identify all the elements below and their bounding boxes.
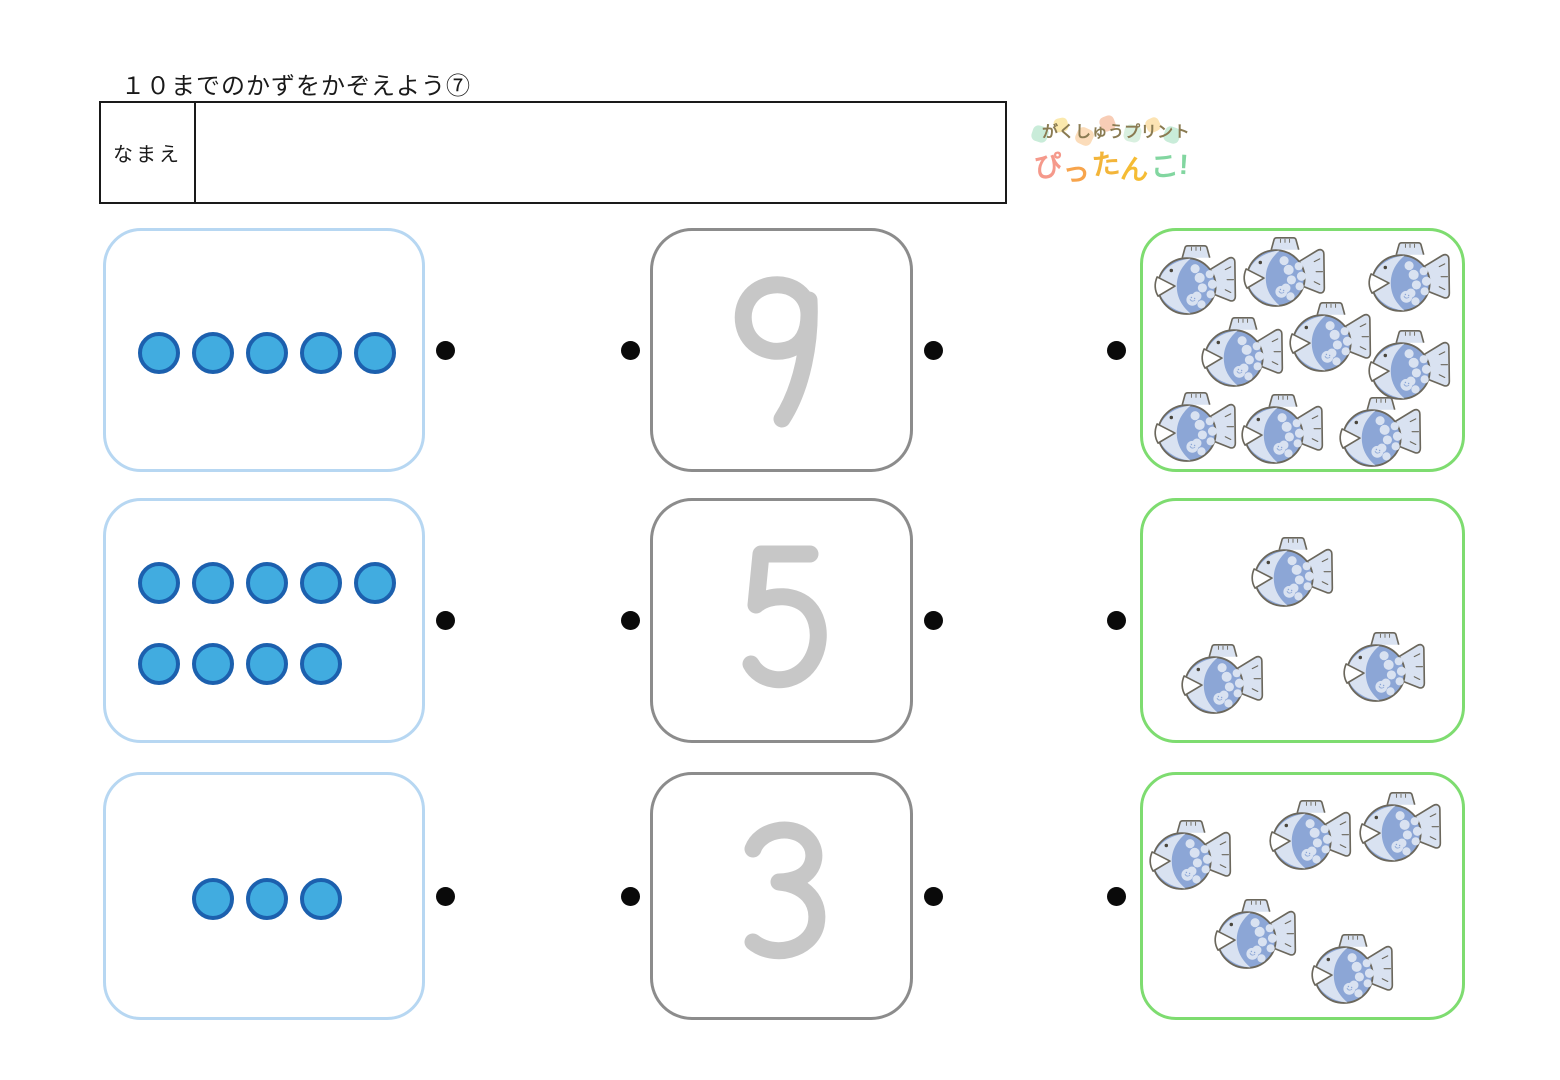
connector-dot[interactable] bbox=[923, 611, 943, 630]
brand-logo: がくしゅうプリント ぴったんこ! bbox=[1029, 113, 1204, 190]
logo-char: た bbox=[1090, 147, 1122, 182]
logo-char: ! bbox=[1178, 148, 1190, 181]
counting-dot bbox=[192, 878, 234, 920]
counting-dot bbox=[300, 643, 342, 685]
counting-dot bbox=[192, 643, 234, 685]
connector-dot[interactable] bbox=[923, 886, 943, 906]
dots-box bbox=[103, 228, 425, 472]
match-row bbox=[0, 228, 1560, 472]
number-glyph bbox=[734, 276, 818, 428]
fish-icon bbox=[1145, 819, 1237, 894]
connector-dot[interactable] bbox=[620, 611, 640, 630]
fish-box bbox=[1140, 498, 1465, 743]
number-box bbox=[650, 498, 913, 743]
counting-dot bbox=[138, 643, 180, 685]
dots-box bbox=[103, 498, 425, 743]
fish-icon bbox=[1239, 236, 1331, 311]
connector-dot[interactable] bbox=[1106, 340, 1126, 360]
fish-icon bbox=[1355, 791, 1447, 866]
number-box bbox=[650, 772, 913, 1020]
fish-icon bbox=[1335, 396, 1427, 471]
counting-dot bbox=[354, 332, 396, 374]
fish-icon bbox=[1197, 316, 1289, 391]
counting-dot bbox=[300, 332, 342, 374]
counting-dot bbox=[138, 562, 180, 604]
match-row bbox=[0, 498, 1560, 743]
connector-dot[interactable] bbox=[1106, 886, 1126, 906]
connector-dot[interactable] bbox=[923, 340, 943, 360]
counting-dot bbox=[192, 562, 234, 604]
fish-icon bbox=[1285, 301, 1377, 376]
fish-box bbox=[1140, 772, 1465, 1020]
fish-icon bbox=[1150, 391, 1242, 466]
counting-dot bbox=[246, 332, 288, 374]
name-label: なまえ bbox=[101, 103, 196, 202]
match-row bbox=[0, 772, 1560, 1020]
fish-icon bbox=[1364, 329, 1456, 404]
logo-text-bottom: ぴったんこ! bbox=[1032, 144, 1204, 189]
connector-dot[interactable] bbox=[435, 611, 455, 630]
fish-icon bbox=[1339, 631, 1431, 706]
counting-dot bbox=[246, 643, 288, 685]
number-glyph bbox=[744, 821, 825, 960]
counting-dot bbox=[300, 562, 342, 604]
connector-dot[interactable] bbox=[435, 340, 455, 360]
fish-icon bbox=[1247, 536, 1339, 611]
counting-dot bbox=[246, 878, 288, 920]
page-title: １０までのかずをかぞえよう⑦ bbox=[121, 73, 471, 100]
logo-char: ぴ bbox=[1032, 149, 1064, 184]
fish-icon bbox=[1210, 898, 1302, 973]
connector-dot[interactable] bbox=[620, 340, 640, 360]
fish-icon bbox=[1265, 799, 1357, 874]
fish-icon bbox=[1150, 244, 1242, 319]
counting-dot bbox=[354, 562, 396, 604]
connector-dot[interactable] bbox=[1106, 611, 1126, 630]
counting-dot bbox=[246, 562, 288, 604]
fish-icon bbox=[1307, 933, 1399, 1008]
connector-dot[interactable] bbox=[435, 886, 455, 906]
number-glyph bbox=[742, 545, 827, 688]
connector-dot[interactable] bbox=[620, 886, 640, 906]
fish-icon bbox=[1364, 241, 1456, 316]
counting-dot bbox=[300, 878, 342, 920]
counting-dot bbox=[138, 332, 180, 374]
name-write-area bbox=[196, 103, 1005, 202]
counting-dot bbox=[192, 332, 234, 374]
number-box bbox=[650, 228, 913, 472]
logo-char: こ bbox=[1148, 149, 1180, 184]
dots-box bbox=[103, 772, 425, 1020]
name-box: なまえ bbox=[99, 101, 1007, 204]
fish-icon bbox=[1177, 643, 1269, 718]
logo-char: ん bbox=[1119, 152, 1150, 187]
fish-box bbox=[1140, 228, 1465, 472]
logo-char: っ bbox=[1060, 154, 1092, 189]
fish-icon bbox=[1237, 393, 1329, 468]
logo-text-top: がくしゅうプリント bbox=[1042, 124, 1191, 141]
